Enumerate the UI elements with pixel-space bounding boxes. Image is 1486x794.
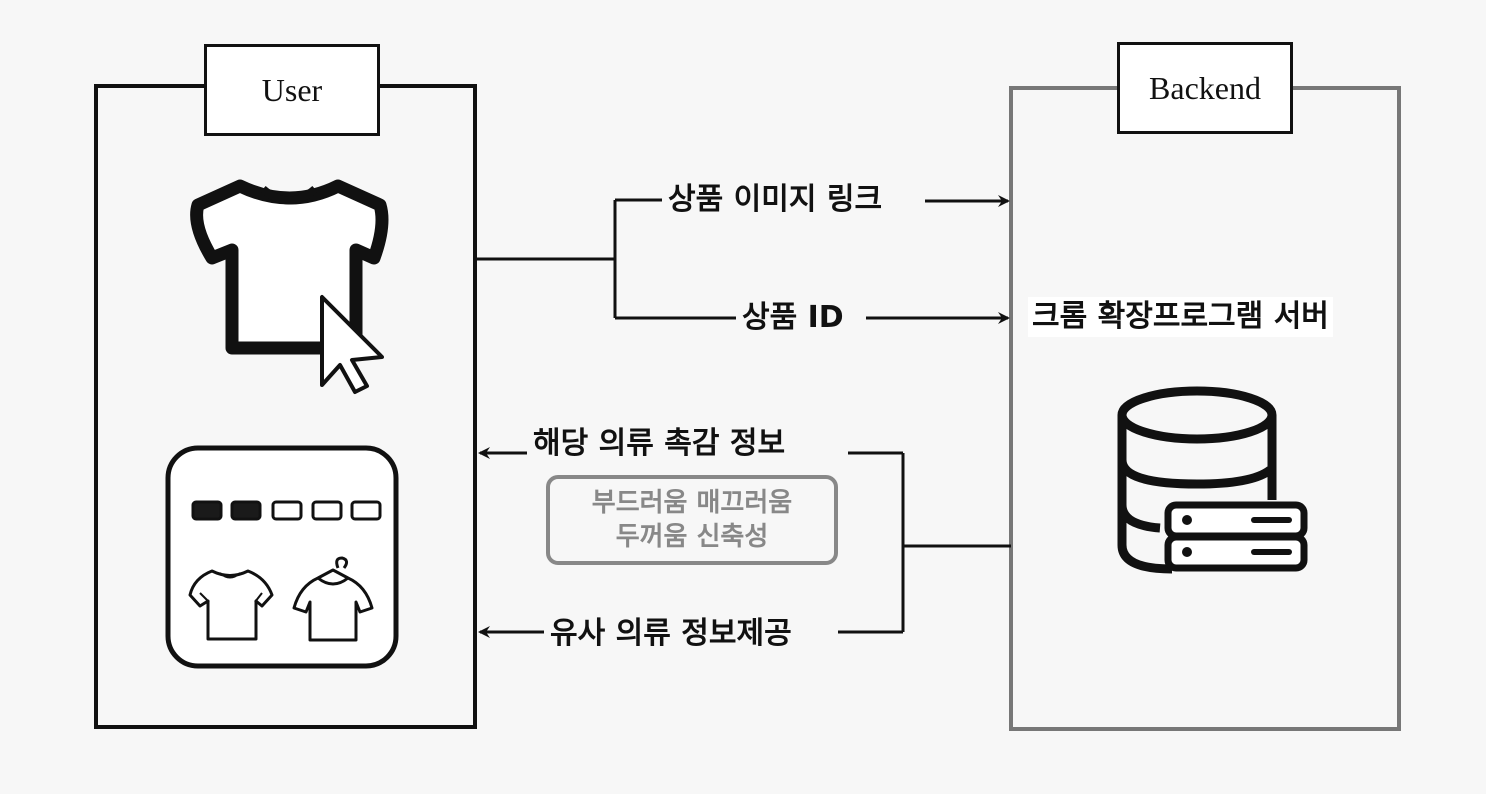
texture-attributes-box: 부드러움 매끄러움 두꺼움 신축성 bbox=[546, 475, 838, 565]
texture-attributes-line1: 부드러움 매끄러움 bbox=[591, 488, 793, 518]
database-icon bbox=[1117, 386, 1277, 574]
backend-container bbox=[1009, 86, 1401, 731]
cursor-icon bbox=[320, 295, 384, 394]
label-texture-info: 해당 의류 촉감 정보 bbox=[527, 424, 792, 464]
response-connector bbox=[838, 451, 1011, 634]
server-label: 크롬 확장프로그램 서버 bbox=[1028, 297, 1333, 337]
user-title: User bbox=[204, 44, 380, 136]
rating-card bbox=[165, 445, 399, 669]
hanger-shirt-icon bbox=[292, 556, 374, 642]
shirt-icon bbox=[188, 569, 274, 641]
texture-attributes-line2: 두꺼움 신축성 bbox=[615, 522, 769, 552]
tshirt-icon bbox=[190, 179, 389, 355]
server-icon bbox=[1164, 501, 1308, 572]
backend-title: Backend bbox=[1117, 42, 1293, 134]
label-similar-info: 유사 의류 정보제공 bbox=[544, 614, 798, 654]
rating-squares bbox=[191, 500, 382, 521]
label-product-id: 상품 ID bbox=[736, 298, 850, 338]
label-image-link: 상품 이미지 링크 bbox=[662, 180, 889, 220]
request-connector bbox=[477, 198, 740, 320]
